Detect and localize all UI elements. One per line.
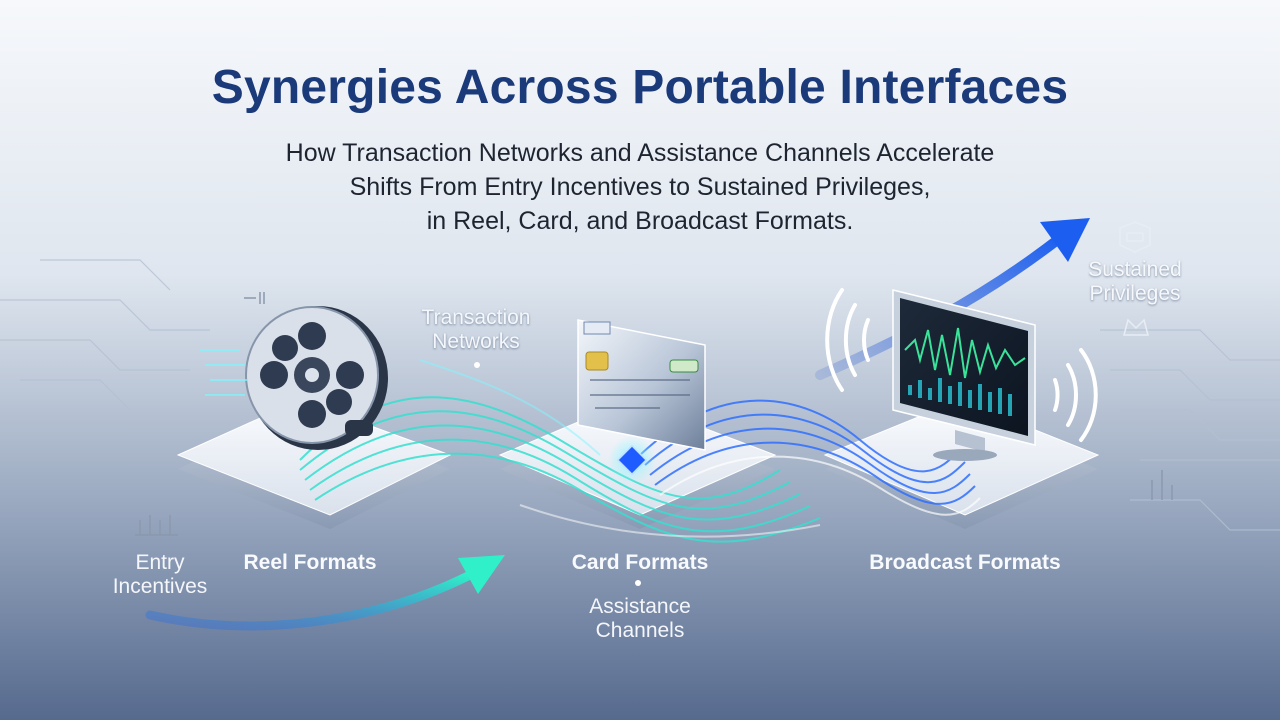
label-sustained-privileges: Sustained Privileges (1060, 258, 1210, 306)
credit-card-icon (577, 319, 706, 451)
reel-platform (176, 399, 452, 529)
crown-icon (1123, 318, 1149, 336)
circuit-traces (0, 259, 1280, 531)
label-line: Entry (135, 551, 185, 574)
label-line: Incentives (112, 575, 208, 598)
broadcast-waves-icon (825, 288, 1098, 442)
label-transaction-networks: Transaction Networks (396, 306, 556, 354)
film-reel-icon (200, 306, 388, 450)
page-title: Synergies Across Portable Interfaces (211, 61, 1069, 114)
cyan-flow-lines (299, 359, 821, 543)
badge-icon (1119, 221, 1151, 253)
node-dot (474, 362, 480, 368)
node-dot (635, 580, 641, 586)
subtitle-line: How Transaction Networks and Assistance … (285, 139, 995, 167)
label-line: Transaction (421, 306, 531, 329)
chip-icon (608, 436, 656, 484)
label-card-formats: Card Formats (571, 551, 709, 574)
label-line: Channels (595, 619, 685, 642)
entry-arrow-icon (145, 555, 505, 631)
label-line: Privileges (1089, 282, 1181, 305)
label-line: Sustained (1088, 258, 1182, 281)
subtitle-line: Shifts From Entry Incentives to Sustaine… (349, 173, 931, 201)
page-subtitle: How Transaction Networks and Assistance … (0, 136, 1280, 238)
decorative-marks (135, 292, 1173, 536)
monitor-waveform-icon (892, 289, 1036, 461)
subtitle-line: in Reel, Card, and Broadcast Formats. (426, 207, 854, 235)
label-line: Assistance (589, 595, 691, 618)
label-broadcast-formats: Broadcast Formats (869, 551, 1061, 574)
label-line: Networks (432, 330, 520, 353)
label-assistance-channels: Assistance Channels (550, 595, 730, 643)
label-entry-incentives: Entry Incentives (90, 551, 230, 599)
label-reel-formats: Reel Formats (243, 551, 377, 574)
